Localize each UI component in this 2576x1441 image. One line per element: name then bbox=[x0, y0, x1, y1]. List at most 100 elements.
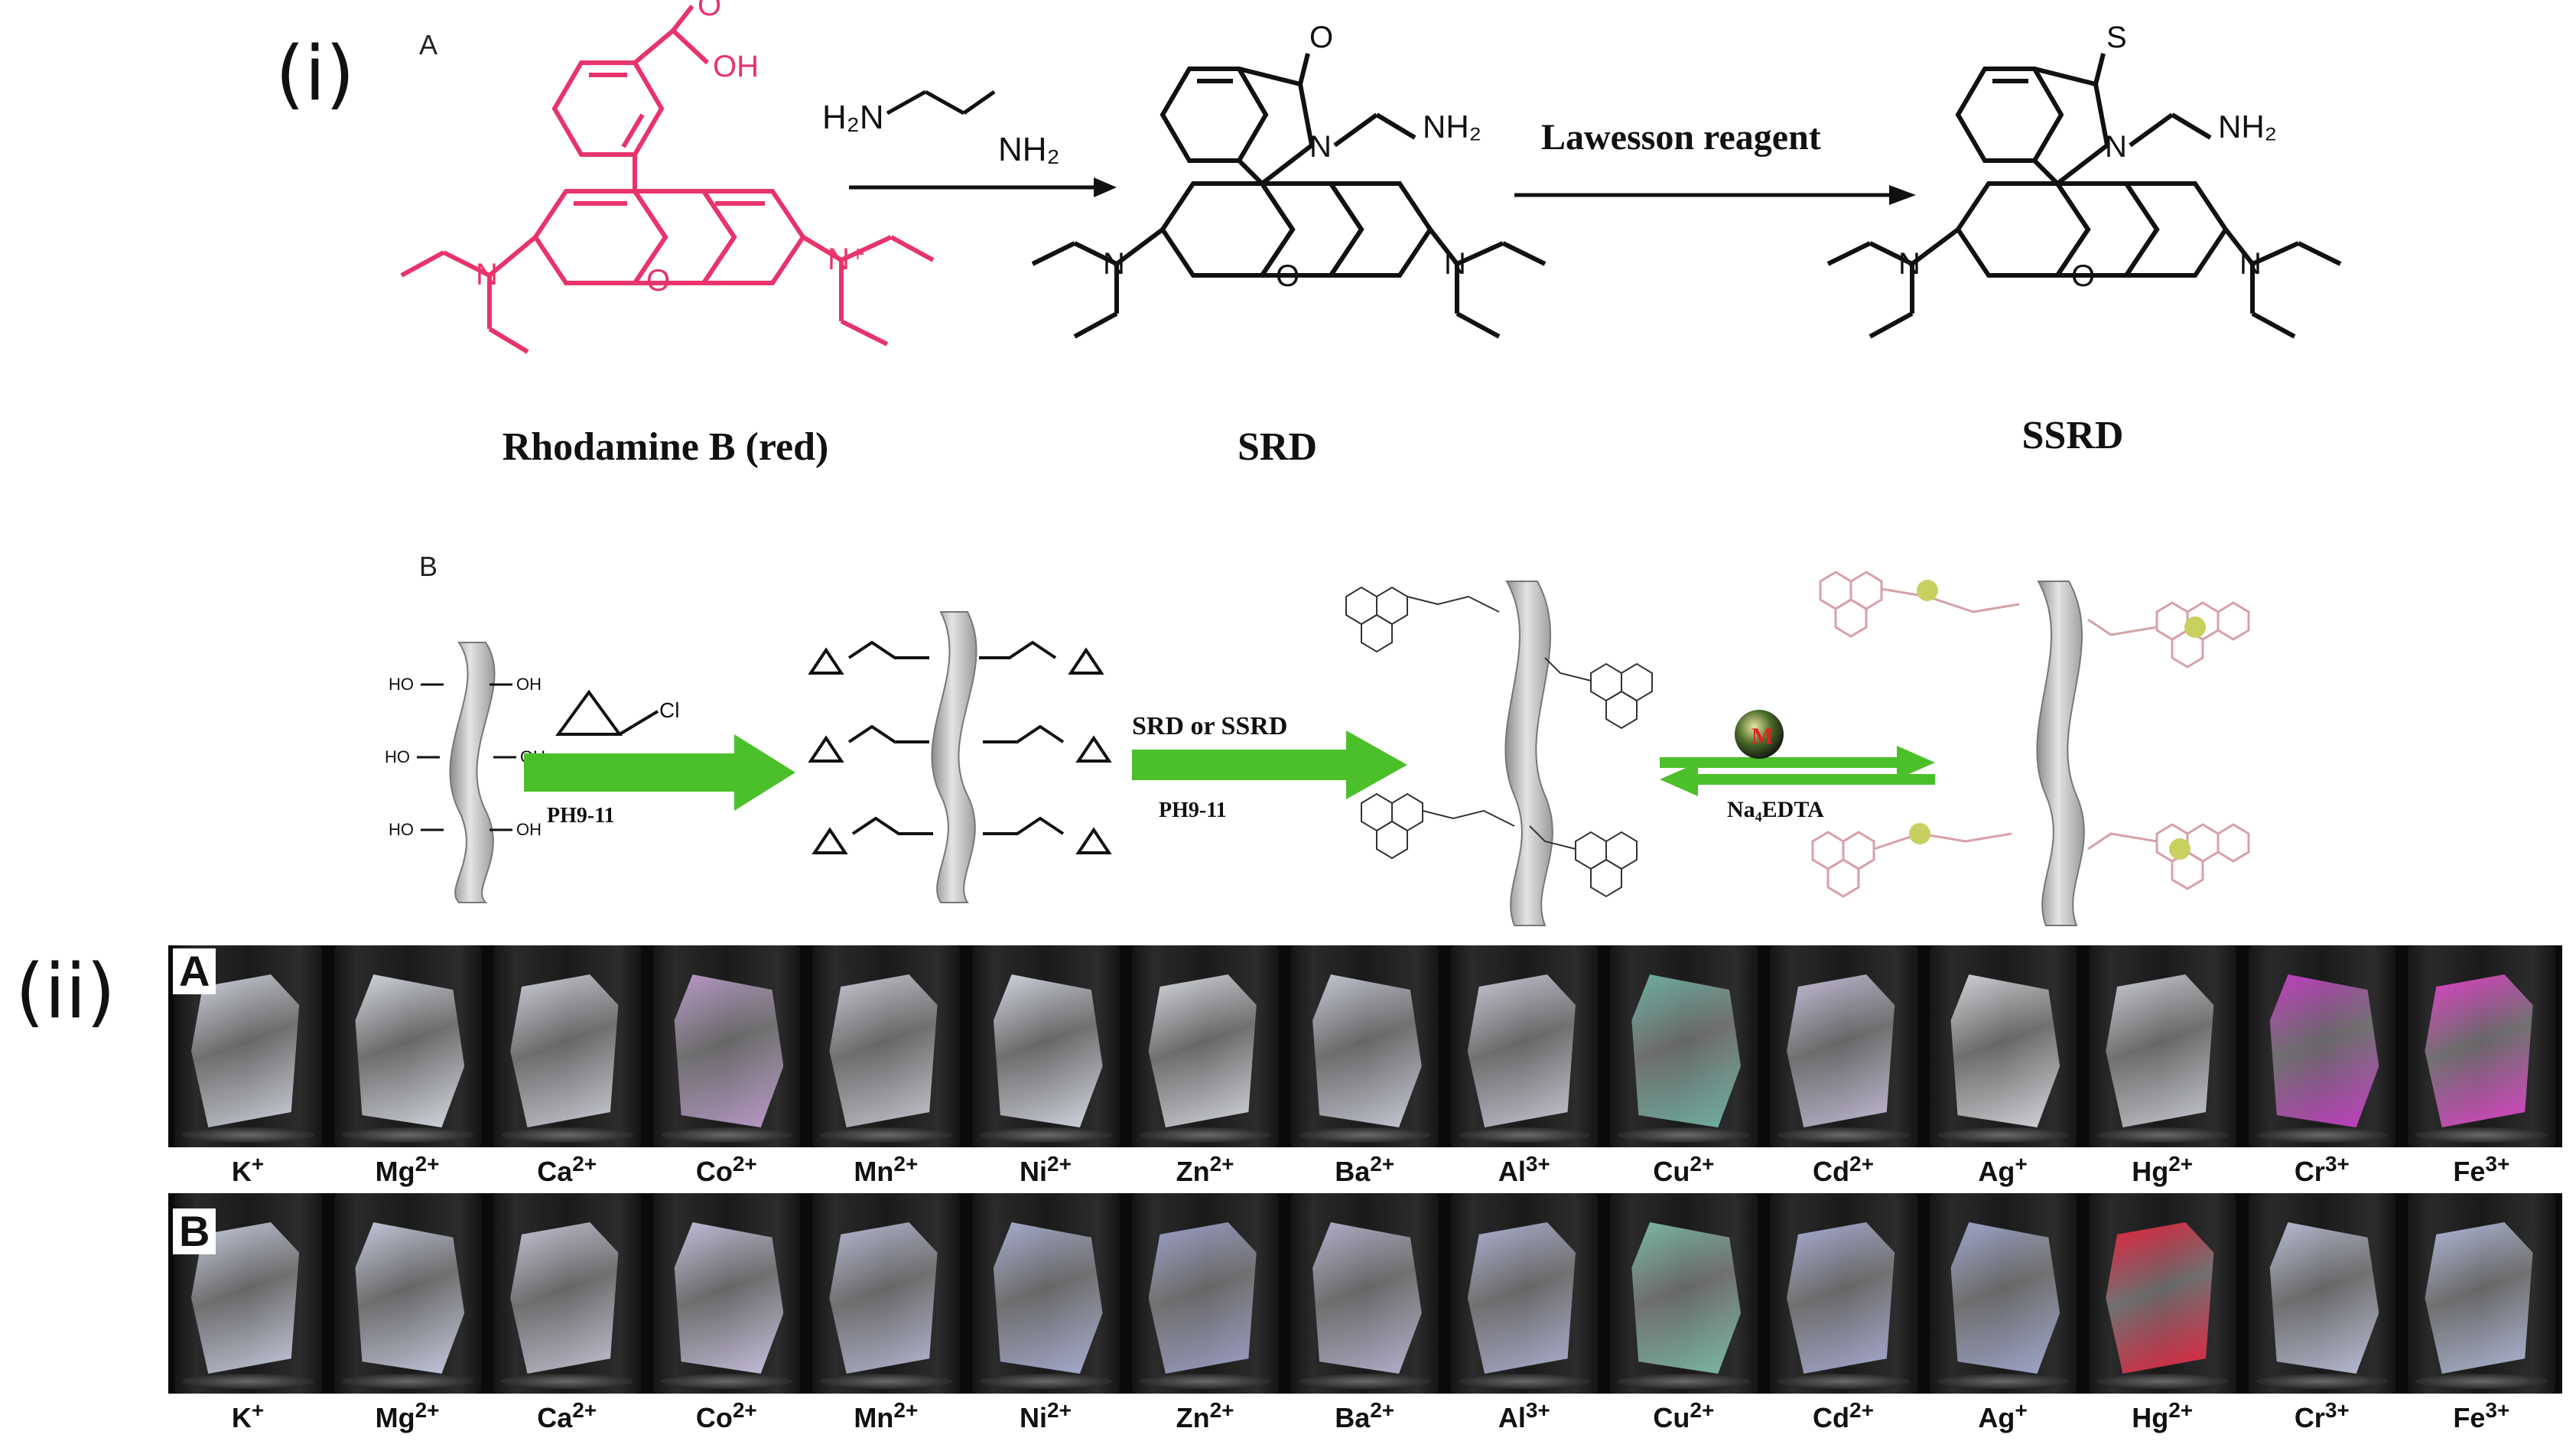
vial-b-ca bbox=[487, 1193, 647, 1394]
cond-na4edta: Na₄EDTA bbox=[1727, 797, 1824, 822]
ssrd-n-left: N bbox=[1898, 247, 1921, 281]
cellulose-fiber-4 bbox=[2036, 581, 2085, 926]
ion-charge: 3+ bbox=[2485, 1152, 2510, 1176]
vial-b-zn bbox=[1126, 1193, 1286, 1394]
ion-charge: 2+ bbox=[1047, 1398, 1072, 1422]
ion-label-a-co: Co2+ bbox=[647, 1152, 806, 1188]
filter-paper bbox=[1312, 1222, 1422, 1374]
scheme-a-structures: OH O O N N⁺ H₂N NH₂ O N bbox=[400, 0, 2342, 354]
ion-symbol: Ba bbox=[1335, 1402, 1371, 1433]
rhodamine-n-left: N bbox=[476, 258, 498, 291]
ion-label-b-cd: Cd2+ bbox=[1764, 1398, 1923, 1434]
vial-base bbox=[980, 1127, 1112, 1143]
vial-base bbox=[182, 1374, 314, 1389]
ion-label-a-hg: Hg2+ bbox=[2083, 1152, 2242, 1188]
ion-charge: 2+ bbox=[893, 1152, 919, 1176]
srd-structure bbox=[1031, 53, 1547, 339]
ion-label-a-al: Al3+ bbox=[1445, 1152, 1604, 1188]
ion-symbol: Ag bbox=[1978, 1156, 2015, 1187]
ion-symbol: Al bbox=[1498, 1402, 1526, 1433]
ssrd-o-ring: O bbox=[2071, 259, 2095, 293]
ion-label-b-co: Co2+ bbox=[647, 1398, 806, 1434]
reagent-nh2: NH₂ bbox=[998, 131, 1060, 168]
panel-label-i: (i) bbox=[275, 31, 355, 118]
filter-paper bbox=[674, 974, 784, 1127]
ion-symbol: Ca bbox=[537, 1156, 573, 1187]
filter-paper bbox=[2425, 974, 2533, 1127]
vial-base bbox=[820, 1374, 952, 1389]
vial-base bbox=[501, 1374, 633, 1389]
vial-base bbox=[2256, 1127, 2389, 1143]
ion-charge: 3+ bbox=[2324, 1398, 2350, 1422]
filter-paper bbox=[191, 974, 300, 1127]
filter-paper bbox=[2106, 1222, 2214, 1374]
vial-base bbox=[1139, 1127, 1272, 1143]
vial-a-cr bbox=[2243, 945, 2402, 1147]
filter-paper bbox=[993, 974, 1103, 1127]
strip-b-label: B bbox=[173, 1208, 216, 1254]
vial-a-hg bbox=[2083, 945, 2243, 1147]
ion-label-a-fe: Fe3+ bbox=[2402, 1152, 2561, 1188]
filter-paper bbox=[1787, 974, 1895, 1127]
ion-charge: 3+ bbox=[2485, 1398, 2510, 1422]
vial-a-ba bbox=[1285, 945, 1445, 1147]
dye-molecules-closed bbox=[1345, 586, 1653, 898]
filter-paper bbox=[2106, 974, 2214, 1127]
cellulose-fiber-2 bbox=[931, 611, 977, 903]
scheme-b-diagram: HO OH HO OH HO OH Cl PH9-11 SRD or SSRD … bbox=[385, 571, 2250, 926]
filter-paper bbox=[1467, 974, 1576, 1127]
vial-base bbox=[1778, 1127, 1910, 1143]
vial-a-co bbox=[647, 945, 807, 1147]
filter-paper bbox=[1312, 974, 1422, 1127]
ion-symbol: Mn bbox=[854, 1156, 894, 1187]
filter-paper bbox=[674, 1222, 784, 1374]
ion-label-b-al: Al3+ bbox=[1445, 1398, 1604, 1434]
vial-base bbox=[2415, 1374, 2548, 1389]
filter-paper bbox=[1950, 974, 2060, 1127]
filter-paper bbox=[2269, 1222, 2379, 1374]
filter-paper bbox=[1148, 974, 1257, 1127]
vial-a-fe bbox=[2402, 945, 2561, 1147]
ion-labels-b: K+Mg2+Ca2+Co2+Mn2+Ni2+Zn2+Ba2+Al3+Cu2+Cd… bbox=[168, 1398, 2562, 1433]
filter-paper bbox=[355, 1222, 465, 1374]
ion-charge: 2+ bbox=[732, 1398, 757, 1422]
ion-symbol: Mg bbox=[375, 1156, 415, 1187]
ion-symbol: Fe bbox=[2453, 1402, 2486, 1433]
lawesson-reagent-label: Lawesson reagent bbox=[1541, 117, 1821, 158]
ion-symbol: Cr bbox=[2294, 1402, 2325, 1433]
epoxy-chains bbox=[808, 640, 1112, 854]
ion-label-b-ag: Ag+ bbox=[1924, 1398, 2083, 1434]
vial-base bbox=[341, 1127, 474, 1143]
ion-symbol: Ni bbox=[1020, 1402, 1048, 1433]
vial-b-cr bbox=[2243, 1193, 2402, 1394]
vial-base bbox=[1458, 1374, 1591, 1389]
vial-base bbox=[341, 1374, 474, 1389]
vial-b-cu bbox=[1604, 1193, 1764, 1394]
ion-symbol: Hg bbox=[2132, 1402, 2169, 1433]
ion-label-a-cu: Cu2+ bbox=[1604, 1152, 1763, 1188]
metal-label: M bbox=[1751, 724, 1773, 749]
ion-charge: 2+ bbox=[2168, 1398, 2194, 1422]
ion-charge: 2+ bbox=[572, 1398, 597, 1422]
vial-a-ca bbox=[487, 945, 647, 1147]
chelated-metal-dots bbox=[1909, 580, 2206, 860]
vial-base bbox=[1299, 1127, 1431, 1143]
ion-symbol: Cu bbox=[1653, 1402, 1690, 1433]
vial-b-cd bbox=[1764, 1193, 1924, 1394]
ion-charge: 2+ bbox=[1209, 1398, 1234, 1422]
ion-symbol: Ni bbox=[1020, 1156, 1048, 1187]
ion-charge: 2+ bbox=[1047, 1152, 1072, 1176]
ion-symbol: Mn bbox=[854, 1402, 894, 1433]
vial-b-al bbox=[1445, 1193, 1605, 1394]
vial-a-mn bbox=[806, 945, 966, 1147]
dye-molecules-open bbox=[1811, 571, 2250, 898]
ion-label-a-cr: Cr3+ bbox=[2243, 1152, 2402, 1188]
ion-charge: 2+ bbox=[1690, 1152, 1715, 1176]
ion-label-a-ag: Ag+ bbox=[1924, 1152, 2083, 1188]
filter-paper bbox=[510, 1222, 619, 1374]
filter-paper bbox=[1631, 974, 1741, 1127]
srd-n-right: N bbox=[1444, 247, 1466, 281]
ion-label-a-k: K+ bbox=[168, 1152, 327, 1188]
vial-base bbox=[2096, 1127, 2229, 1143]
rhodamine-b-structure bbox=[400, 5, 935, 354]
